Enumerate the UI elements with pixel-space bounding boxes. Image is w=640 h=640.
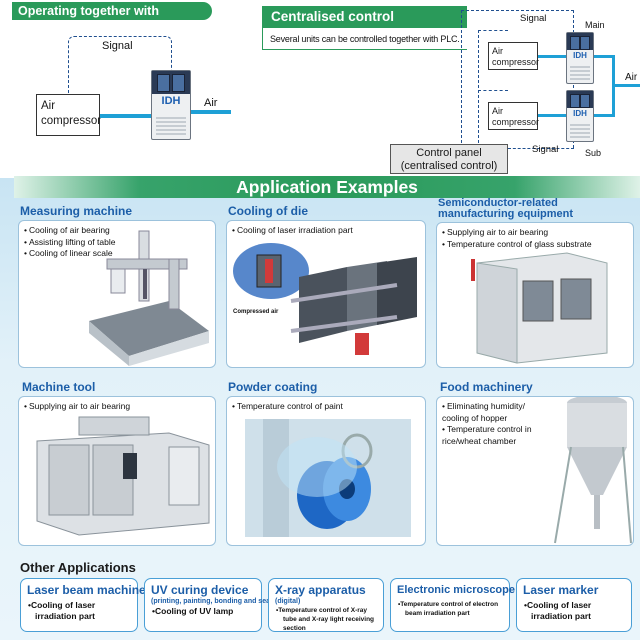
xray-title: X-ray apparatus <box>275 583 366 597</box>
xray-title-line: X-ray apparatus <box>275 583 377 597</box>
powder-coating-card: Temperature control of paint <box>226 396 426 546</box>
cooling-of-die-bullets: Cooling of laser irradiation part <box>232 225 353 237</box>
air-compressor-box: Air compressor <box>36 94 101 136</box>
bullet: Supplying air to air bearing <box>442 227 592 239</box>
uv-curing-bullet: Cooling of UV lamp <box>151 606 255 617</box>
die-illustration: Compressed air <box>233 243 417 355</box>
machine-tool-title: Machine tool <box>22 380 96 394</box>
hopper-illustration <box>554 397 632 544</box>
bullet: Temperature control in rice/wheat chambe… <box>442 424 532 447</box>
laser-marker-card: Laser marker Cooling of laser irradiatio… <box>516 578 632 632</box>
pipe-sub-out <box>594 114 614 117</box>
air-label-centralised: Air <box>625 72 638 83</box>
powder-coating-title: Powder coating <box>228 380 318 394</box>
measuring-machine-illustration <box>89 230 209 366</box>
air-label: Air <box>204 97 218 109</box>
laser-beam-machine-bullet: Cooling of laser irradiation part <box>27 600 131 621</box>
xray-card: X-ray apparatus (digital) Temperature co… <box>268 578 384 632</box>
centralised-control-title: Centralised control <box>262 6 467 28</box>
uv-curing-title: UV curing device <box>151 583 249 597</box>
signal-line-bottom <box>508 148 574 149</box>
bullet: Assisting lifting of table <box>24 237 115 249</box>
food-machinery-card: Eliminating humidity/ cooling of hopper … <box>436 396 634 546</box>
laser-beam-machine-card: Laser beam machine Cooling of laser irra… <box>20 578 146 632</box>
semiconductor-title: Semiconductor-related manufacturing equi… <box>438 197 574 220</box>
electronic-microscope-bullet: Temperature control of electron beam irr… <box>397 600 503 618</box>
air-compressor-box-2: Air compressor <box>488 102 539 130</box>
signal-label: Signal <box>102 40 133 52</box>
electronic-microscope-card: Electronic microscope Temperature contro… <box>390 578 515 632</box>
signal-label-bottom: Signal <box>532 144 559 155</box>
signal-line-inner-2 <box>478 90 508 148</box>
laser-marker-title: Laser marker <box>523 583 599 597</box>
laser-marker-bullet: Cooling of laser irradiation part <box>523 600 625 621</box>
other-applications-title: Other Applications <box>20 560 136 575</box>
centralised-description: Several units can be controlled together… <box>270 34 460 44</box>
measuring-machine-title: Measuring machine <box>20 204 133 218</box>
measuring-machine-card: Cooling of air bearing Assisting lifting… <box>18 220 216 368</box>
food-machinery-title: Food machinery <box>440 380 533 394</box>
uv-curing-card: UV curing device (printing, painting, bo… <box>144 578 285 632</box>
signal-label-top: Signal <box>520 13 547 24</box>
uv-curing-subtitle: (printing, painting, bonding and sealing… <box>151 598 285 605</box>
xray-bullet: Temperature control of X-ray tube and X-… <box>275 606 377 633</box>
air-out-pipe <box>191 110 231 114</box>
signal-line <box>68 36 172 94</box>
measuring-machine-bullets: Cooling of air bearing Assisting lifting… <box>24 225 115 260</box>
bullet: Temperature control of glass substrate <box>442 239 592 251</box>
bullet: Cooling of linear scale <box>24 248 115 260</box>
pipe-merge <box>612 55 615 117</box>
bullet: Supplying air to air bearing <box>24 401 130 413</box>
compressed-air-note: Compressed air <box>233 309 279 315</box>
food-machinery-bullets: Eliminating humidity/ cooling of hopper … <box>442 401 532 447</box>
laser-beam-machine-title: Laser beam machine <box>27 583 146 597</box>
pipe-air-out <box>614 84 640 87</box>
pipe-sub-in <box>538 114 566 117</box>
bullet: Temperature control of paint <box>232 401 343 413</box>
operating-together-title: Operating together with compressor <box>12 2 212 36</box>
air-compressor-box-1: Air compressor <box>488 42 539 70</box>
semiconductor-illustration <box>471 252 608 364</box>
powder-coating-illustration <box>245 419 411 537</box>
machine-tool-bullets: Supplying air to air bearing <box>24 401 130 413</box>
chiller-sub-icon: IDH <box>566 90 594 142</box>
powder-coating-bullets: Temperature control of paint <box>232 401 343 413</box>
semiconductor-bullets: Supplying air to air bearing Temperature… <box>442 227 592 250</box>
bullet: Cooling of laser irradiation part <box>232 225 353 237</box>
bullet: Cooling of air bearing <box>24 225 115 237</box>
signal-line-inner-1 <box>478 30 508 148</box>
application-examples-title: Application Examples <box>14 176 640 198</box>
sub-label: Sub <box>585 148 602 158</box>
cooling-of-die-card: Cooling of laser irradiation part Compre… <box>226 220 426 368</box>
semiconductor-card: Supplying air to air bearing Temperature… <box>436 222 634 368</box>
xray-title-small: (digital) <box>275 598 301 605</box>
machine-tool-card: Supplying air to air bearing <box>18 396 216 546</box>
control-panel-box: Control panel (centralised control) <box>390 144 508 174</box>
chiller-unit-icon: IDH <box>151 70 191 140</box>
electronic-microscope-title: Electronic microscope <box>397 584 515 596</box>
bullet: Eliminating humidity/ cooling of hopper <box>442 401 532 424</box>
main-label: Main <box>585 20 605 30</box>
pipe-main-in <box>538 55 566 58</box>
chiller-main-icon: IDH <box>566 32 594 84</box>
machine-tool-illustration <box>36 416 210 536</box>
centralised-frame <box>262 28 467 50</box>
cooling-of-die-title: Cooling of die <box>228 204 308 218</box>
air-pipe <box>100 114 152 118</box>
pipe-main-out <box>594 55 614 58</box>
